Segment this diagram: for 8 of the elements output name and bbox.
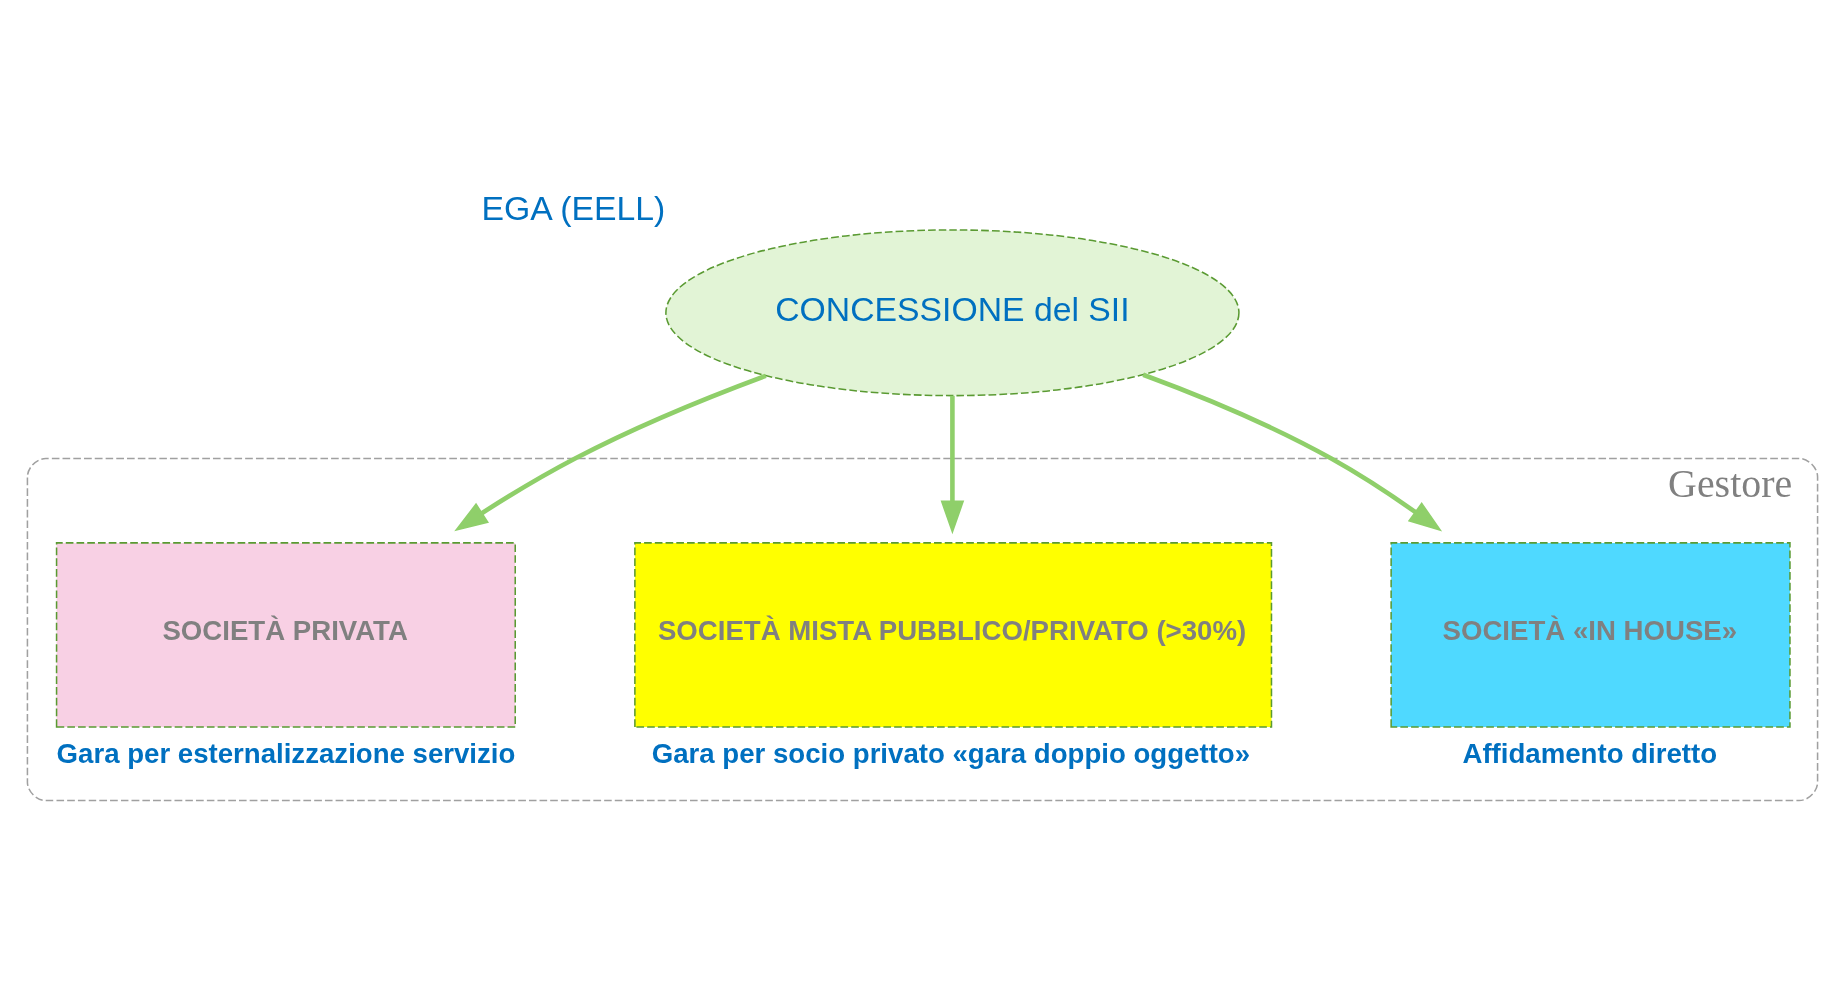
arrow <box>454 373 767 531</box>
node-label: Gara per socio privato «gara doppio oggetto» <box>651 737 1251 769</box>
arrow <box>1142 372 1443 531</box>
node-label: Gara per esternalizzazione servizio <box>56 737 516 769</box>
arrow <box>940 395 965 534</box>
node-label: EGA (EELL) <box>481 188 666 227</box>
node-label: Affidamento diretto <box>1462 737 1718 769</box>
node-ellipse: CONCESSIONE del SII <box>665 228 1240 396</box>
